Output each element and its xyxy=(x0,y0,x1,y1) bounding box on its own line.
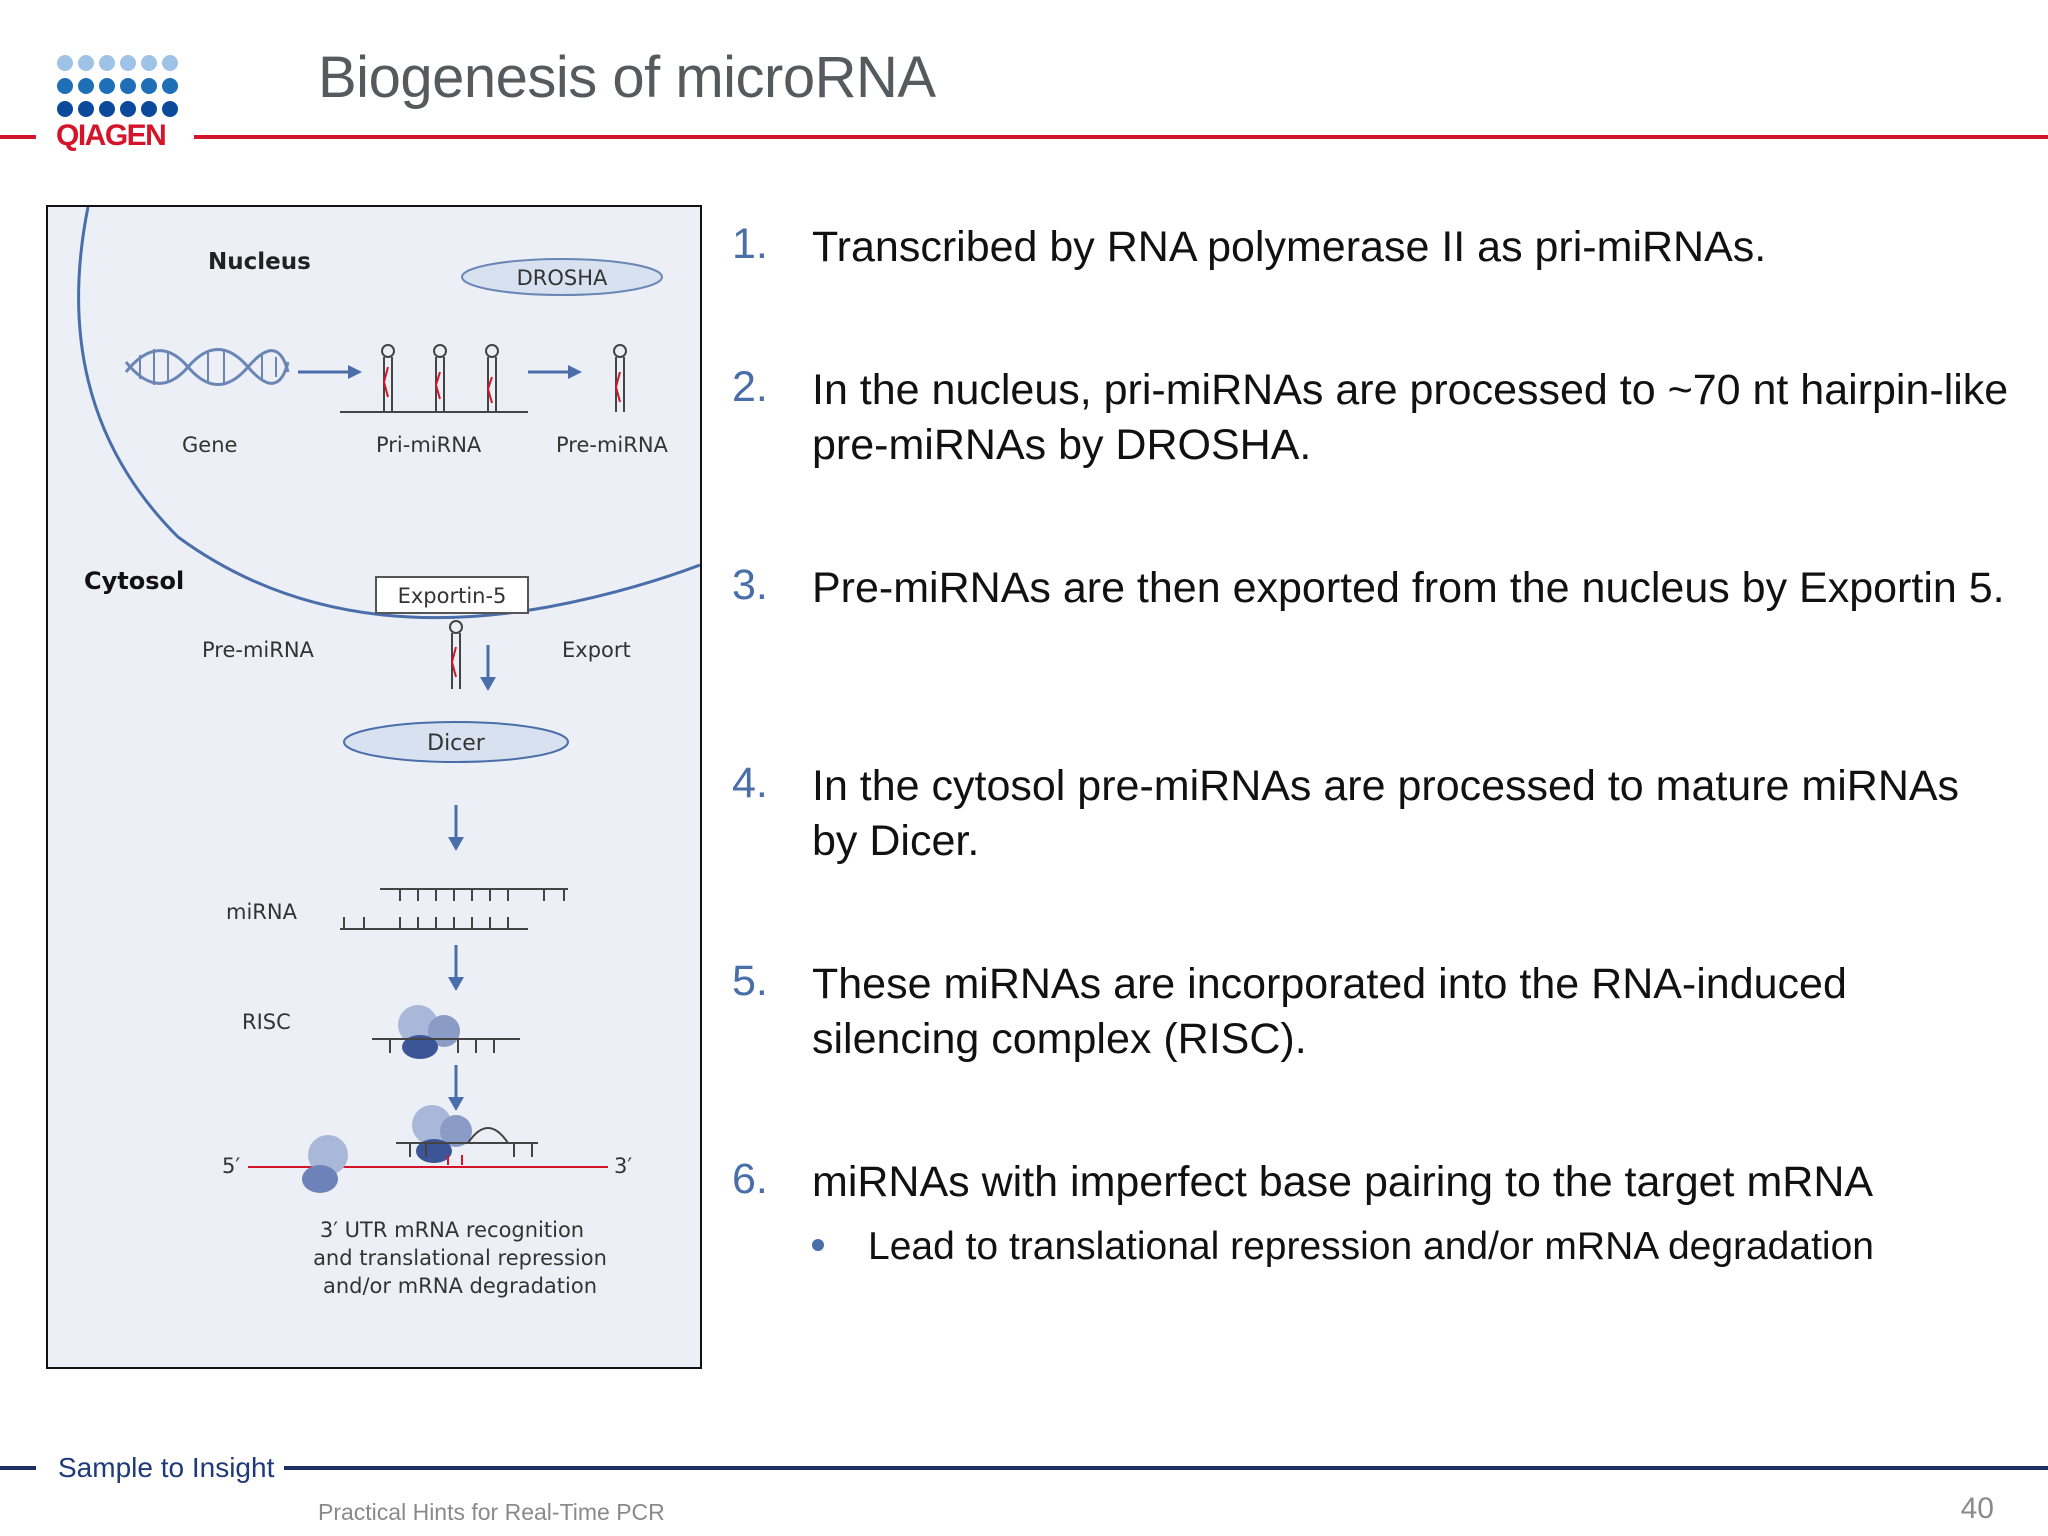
drosha-label: DROSHA xyxy=(517,266,608,290)
mirna-duplex-icon xyxy=(340,888,568,930)
header-rule-left xyxy=(0,135,36,139)
step-text: In the cytosol pre-miRNAs are processed … xyxy=(812,762,1960,865)
arrow-head-icon xyxy=(448,837,464,851)
step-number: 2. xyxy=(732,363,768,411)
ribosome-icon xyxy=(302,1135,348,1193)
caption-line-3: and/or mRNA degradation xyxy=(323,1274,597,1298)
arrow-head-icon xyxy=(568,365,582,379)
nucleus-label: Nucleus xyxy=(208,249,311,275)
step-text: These miRNAs are incorporated into the R… xyxy=(812,960,1847,1063)
exportin-box xyxy=(375,576,529,614)
pri-mirna-hairpins-icon xyxy=(340,344,528,413)
logo-text: QIAGEN xyxy=(56,119,167,152)
footer-rule-left xyxy=(0,1466,36,1470)
mirna-label: miRNA xyxy=(226,900,298,924)
gene-label: Gene xyxy=(182,433,237,457)
arrow-head-icon xyxy=(448,1097,464,1111)
slide-title: Biogenesis of microRNA xyxy=(318,45,936,110)
cytosol-label: Cytosol xyxy=(84,567,184,595)
risc-complex-icon xyxy=(372,1005,520,1059)
caption-line-1: 3′ UTR mRNA recognition xyxy=(320,1218,584,1242)
step-number: 3. xyxy=(732,561,768,609)
dna-helix-icon xyxy=(124,348,290,386)
arrow-head-icon xyxy=(480,677,496,691)
pre-mirna-export-hairpin-icon xyxy=(449,620,463,689)
step-text: Pre-miRNAs are then exported from the nu… xyxy=(812,564,2005,612)
risc-target-complex-icon xyxy=(396,1105,538,1165)
caption-line-2: and translational repression xyxy=(313,1246,607,1270)
five-prime-label: 5′ xyxy=(222,1154,240,1178)
footer-tagline: Sample to Insight xyxy=(58,1452,275,1483)
pri-mirna-red-marks xyxy=(382,366,493,404)
exportin-label: Exportin-5 xyxy=(398,584,507,608)
pri-mirna-label: Pri-miRNA xyxy=(376,433,482,457)
dicer-label: Dicer xyxy=(427,731,486,756)
pre-mirna-mid-label: Pre-miRNA xyxy=(202,638,315,662)
sub-bullet-text: Lead to translational repression and/or … xyxy=(868,1225,1874,1268)
arrow-head-icon xyxy=(448,977,464,991)
footer-rule xyxy=(284,1466,2048,1470)
footer-subtitle: Practical Hints for Real-Time PCR xyxy=(318,1499,665,1525)
header-rule xyxy=(194,135,2048,139)
risc-label: RISC xyxy=(242,1010,291,1034)
bullet-icon xyxy=(812,1239,824,1251)
page-number: 40 xyxy=(1960,1492,1994,1525)
step-text: In the nucleus, pri-miRNAs are processed… xyxy=(812,366,2009,469)
step-text: miRNAs with imperfect base pairing to th… xyxy=(812,1158,1874,1206)
drosha-ellipse xyxy=(461,258,663,296)
step-number: 5. xyxy=(732,957,768,1005)
nuclear-membrane xyxy=(77,207,700,620)
pre-mirna-hairpin-icon xyxy=(613,344,627,412)
step-number: 4. xyxy=(732,759,768,807)
step-number: 1. xyxy=(732,220,768,268)
mirna-biogenesis-figure: Nucleus DROSHA xyxy=(46,205,702,1369)
biogenesis-diagram: Nucleus DROSHA xyxy=(77,207,700,1298)
export-label: Export xyxy=(562,638,631,662)
pre-mirna-top-label: Pre-miRNA xyxy=(556,433,669,457)
three-prime-label: 3′ xyxy=(614,1154,632,1178)
step-text: Transcribed by RNA polymerase II as pri-… xyxy=(812,223,1767,271)
qiagen-logo: QIAGEN xyxy=(56,54,178,152)
logo-dots-icon xyxy=(57,55,178,117)
arrow-head-icon xyxy=(348,365,362,379)
dicer-ellipse xyxy=(343,721,569,763)
step-number: 6. xyxy=(732,1155,768,1203)
